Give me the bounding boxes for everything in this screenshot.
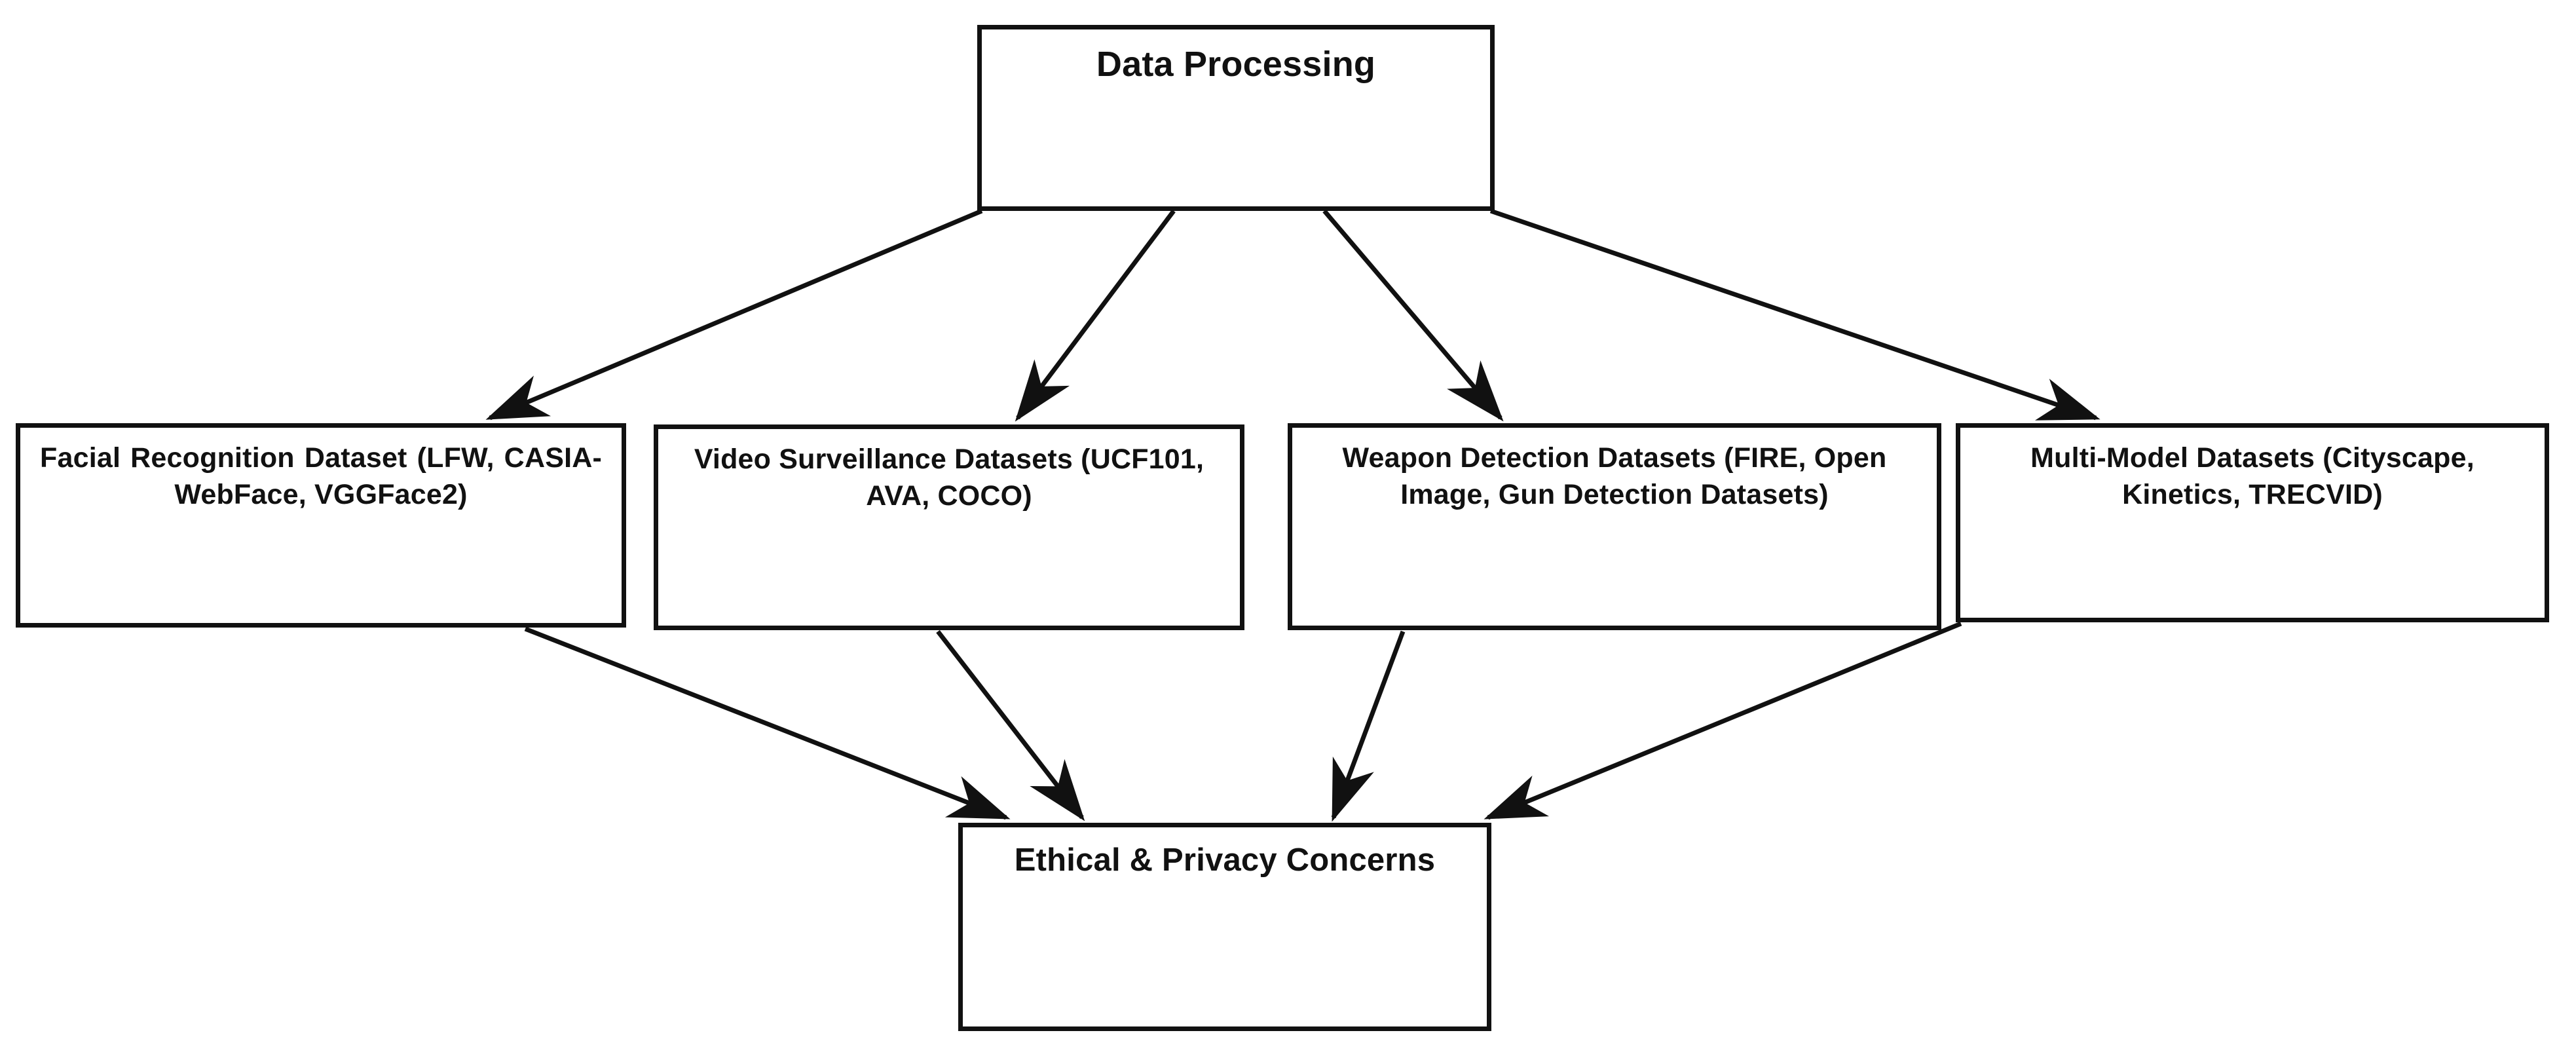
node-video-surveillance-datasets[interactable]: Video Surveillance Datasets (UCF101, AVA… [654, 424, 1244, 630]
edge-root-to-facial [485, 208, 983, 421]
edge-root-to-video [1015, 209, 1176, 422]
edge-root-to-multimodel [1489, 208, 2100, 421]
node-multi-model-datasets[interactable]: Multi-Model Datasets (Cityscape, Kinetic… [1956, 423, 2549, 622]
edge-multimodel-to-ethical [1484, 621, 1962, 820]
edge-weapon-to-ethical [1331, 630, 1406, 822]
edge-root-to-weapon [1322, 209, 1504, 422]
node-video-surveillance-datasets-label: Video Surveillance Datasets (UCF101, AVA… [694, 443, 1204, 512]
node-ethical-privacy-concerns[interactable]: Ethical & Privacy Concerns [958, 823, 1491, 1031]
edge-facial-to-ethical [524, 626, 1011, 820]
node-facial-recognition-dataset[interactable]: Facial Recognition Dataset (LFW, CASIA-W… [16, 423, 626, 628]
node-facial-recognition-dataset-label: Facial Recognition Dataset (LFW, CASIA-W… [40, 442, 602, 510]
node-ethical-privacy-concerns-label: Ethical & Privacy Concerns [1014, 842, 1436, 878]
node-multi-model-datasets-label: Multi-Model Datasets (Cityscape, Kinetic… [2030, 442, 2474, 510]
node-data-processing[interactable]: Data Processing [977, 25, 1495, 211]
edge-video-to-ethical [936, 630, 1085, 821]
node-weapon-detection-datasets[interactable]: Weapon Detection Datasets (FIRE, Open Im… [1288, 423, 1941, 630]
node-data-processing-label: Data Processing [1096, 45, 1376, 84]
node-weapon-detection-datasets-label: Weapon Detection Datasets (FIRE, Open Im… [1342, 442, 1887, 510]
